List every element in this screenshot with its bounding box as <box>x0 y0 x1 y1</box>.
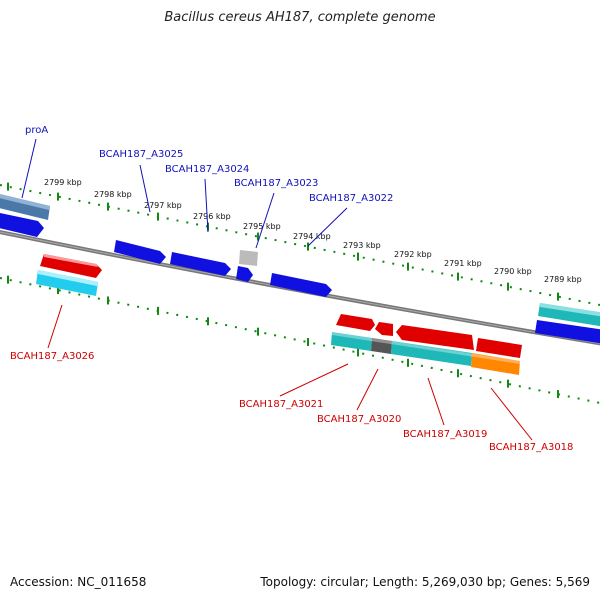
scale-label: 2789 kbp <box>544 275 582 284</box>
gene-label-bcah187-a3021[interactable]: BCAH187_A3021 <box>239 399 323 410</box>
gene-blue-small[interactable] <box>236 266 253 282</box>
scale-label: 2795 kbp <box>243 222 281 231</box>
gene-red-small[interactable] <box>375 322 393 336</box>
gene-label-bcah187-a3023[interactable]: BCAH187_A3023 <box>234 178 318 189</box>
scale-label: 2798 kbp <box>94 190 132 199</box>
major-ticks <box>7 182 559 301</box>
gene-proA[interactable] <box>0 212 44 237</box>
gene-label-proA[interactable]: proA <box>25 125 48 136</box>
gene-labels-top: proA BCAH187_A3025 BCAH187_A3024 BCAH187… <box>25 125 393 204</box>
scale-label: 2790 kbp <box>494 267 532 276</box>
gene-label-bcah187-a3024[interactable]: BCAH187_A3024 <box>165 164 249 175</box>
gene-bcah187-a3021-teal[interactable] <box>331 332 372 351</box>
scale-label: 2796 kbp <box>193 212 231 221</box>
major-ticks-bottom <box>7 275 559 399</box>
gene-bcah187-a3018-orange[interactable] <box>471 353 520 375</box>
gene-label-bcah187-a3022[interactable]: BCAH187_A3022 <box>309 193 393 204</box>
gene-label-bcah187-a3019[interactable]: BCAH187_A3019 <box>403 429 487 440</box>
scale-line-bottom <box>0 277 600 404</box>
scale-labels: 2799 kbp 2798 kbp 2797 kbp 2796 kbp 2795… <box>44 178 582 284</box>
gene-bcah187-a3019-red[interactable] <box>396 325 474 350</box>
gene-bcah187-a3024[interactable] <box>170 252 231 276</box>
gene-blue-right[interactable] <box>535 320 600 344</box>
leader-lines-top <box>21 138 348 249</box>
map-title: Bacillus cereus AH187, complete genome <box>164 10 436 25</box>
scale-label: 2794 kbp <box>293 232 331 241</box>
accession-text: Accession: NC_011658 <box>10 575 147 589</box>
gene-bcah187-a3023[interactable] <box>239 250 258 266</box>
scale-label: 2793 kbp <box>343 241 381 250</box>
scale-label: 2799 kbp <box>44 178 82 187</box>
gene-label-bcah187-a3025[interactable]: BCAH187_A3025 <box>99 149 183 160</box>
gene-label-bcah187-a3020[interactable]: BCAH187_A3020 <box>317 414 401 425</box>
gene-bcah187-a3021-red[interactable] <box>336 314 375 331</box>
gene-labels-bottom: BCAH187_A3026 BCAH187_A3021 BCAH187_A302… <box>10 351 573 453</box>
genes-lower-strand <box>36 254 522 375</box>
gene-bcah187-a3020[interactable] <box>371 338 392 354</box>
gene-bcah187-a3025[interactable] <box>114 240 166 264</box>
scale-label: 2792 kbp <box>394 250 432 259</box>
gene-label-bcah187-a3018[interactable]: BCAH187_A3018 <box>489 442 573 453</box>
gene-bcah187-a3022[interactable] <box>270 273 332 297</box>
leader-lines-bottom <box>47 304 533 441</box>
genome-summary-text: Topology: circular; Length: 5,269,030 bp… <box>260 575 590 589</box>
scale-line-top <box>0 184 600 306</box>
scale-label: 2797 kbp <box>144 201 182 210</box>
gene-bcah187-a3018-red[interactable] <box>476 338 522 358</box>
scale-label: 2791 kbp <box>444 259 482 268</box>
gene-bcah187-a3019-teal[interactable] <box>391 341 472 366</box>
gene-label-bcah187-a3026[interactable]: BCAH187_A3026 <box>10 351 94 362</box>
gene-bcah187-a3026[interactable] <box>40 254 102 278</box>
genes-upper-strand <box>0 194 600 344</box>
